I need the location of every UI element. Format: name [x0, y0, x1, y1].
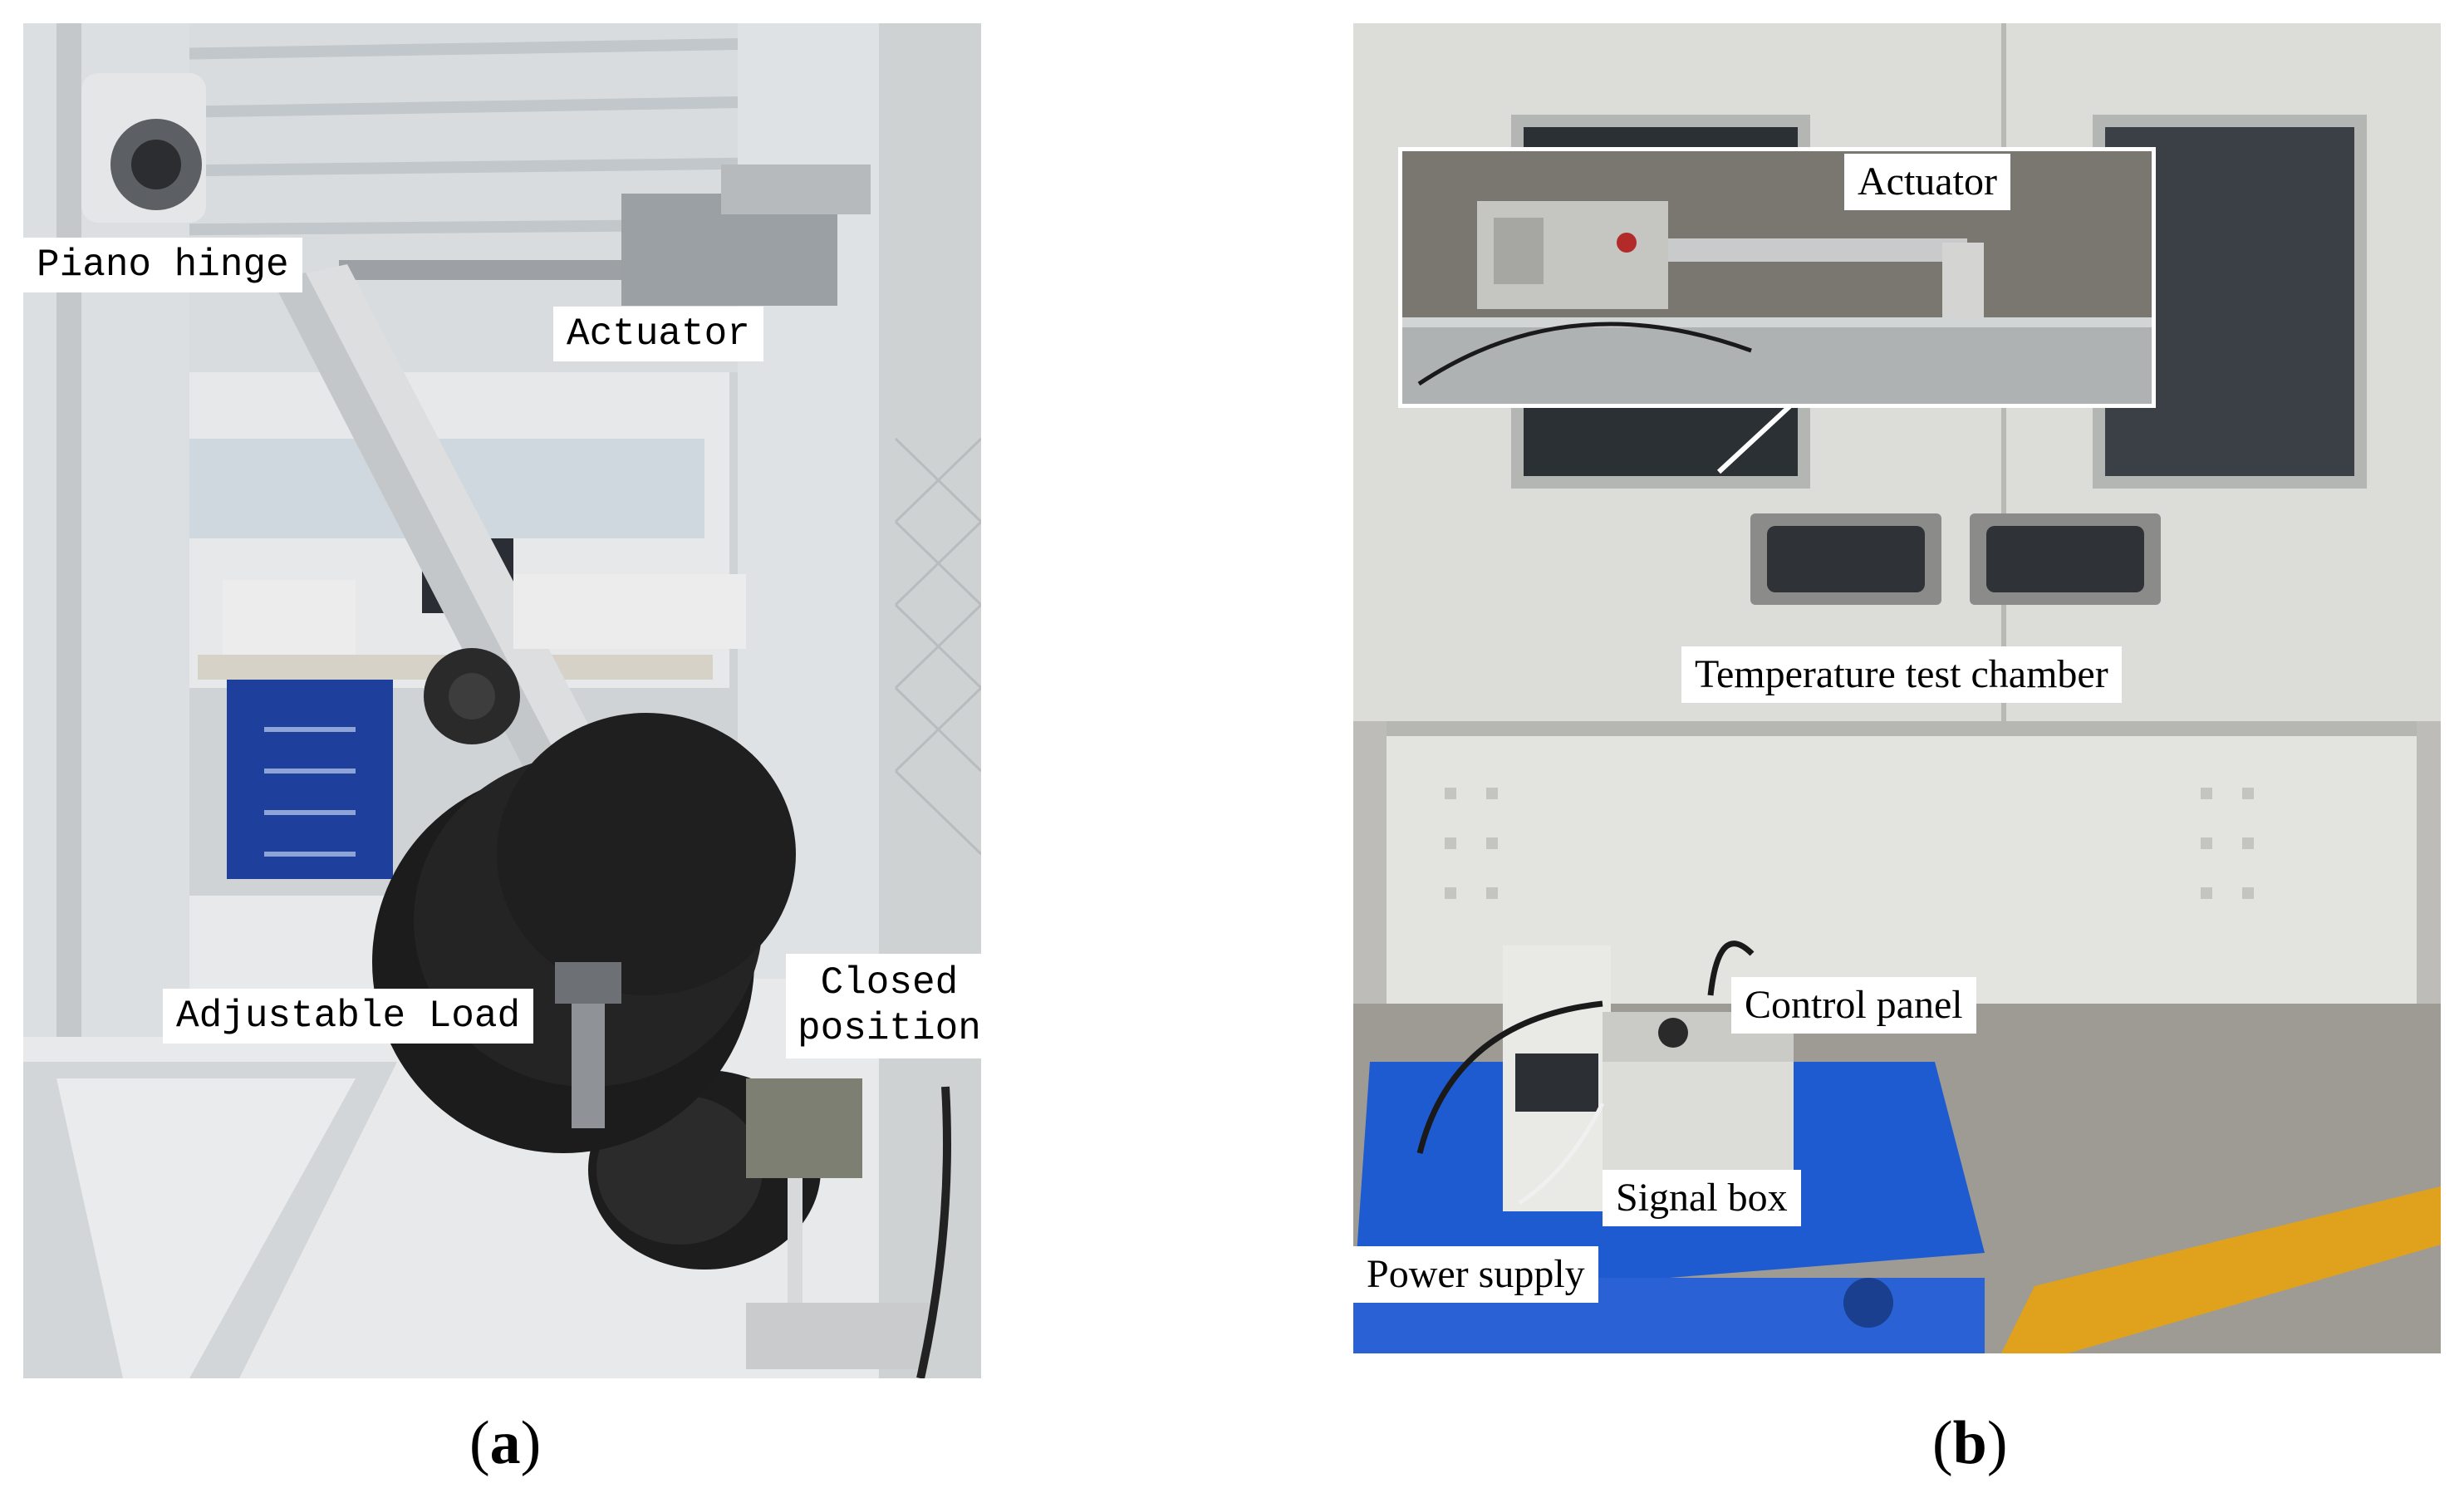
test-rig-photo: [23, 23, 981, 1378]
label-power-supply: Power supply: [1353, 1246, 1598, 1303]
caption-a-open: (: [469, 1409, 490, 1477]
redaction-block-left: [223, 580, 356, 655]
label-signal-box: Signal box: [1603, 1170, 1801, 1226]
label-control-panel: Control panel: [1731, 977, 1976, 1034]
redaction-block-right: [513, 574, 746, 649]
label-actuator-b: Actuator: [1844, 154, 2010, 210]
label-closed-position-line2: position: [798, 1007, 981, 1051]
label-adjustable-load: Adjustable Load: [163, 989, 534, 1044]
actuator-inset: [1398, 147, 2156, 408]
photo-panel-b: Actuator Temperature test chamber Contro…: [1353, 23, 2441, 1353]
label-closed-position: Closed position: [786, 954, 981, 1059]
caption-b-open: (: [1932, 1409, 1953, 1477]
label-temperature-test-chamber: Temperature test chamber: [1681, 646, 2122, 703]
caption-b-close: ): [1986, 1409, 2008, 1477]
caption-a-letter: a: [489, 1409, 521, 1477]
caption-a-close: ): [520, 1409, 542, 1477]
caption-b-letter: b: [1952, 1409, 1987, 1477]
actuator-inset-photo: [1402, 151, 2152, 404]
label-closed-position-line1: Closed: [820, 961, 959, 1004]
photo-panel-a: Piano hinge Actuator Adjustable Load Clo…: [23, 23, 981, 1378]
label-piano-hinge: Piano hinge: [23, 238, 302, 292]
label-actuator-a: Actuator: [553, 307, 763, 361]
caption-a: (a): [469, 1412, 541, 1474]
caption-b: (b): [1932, 1412, 2007, 1474]
